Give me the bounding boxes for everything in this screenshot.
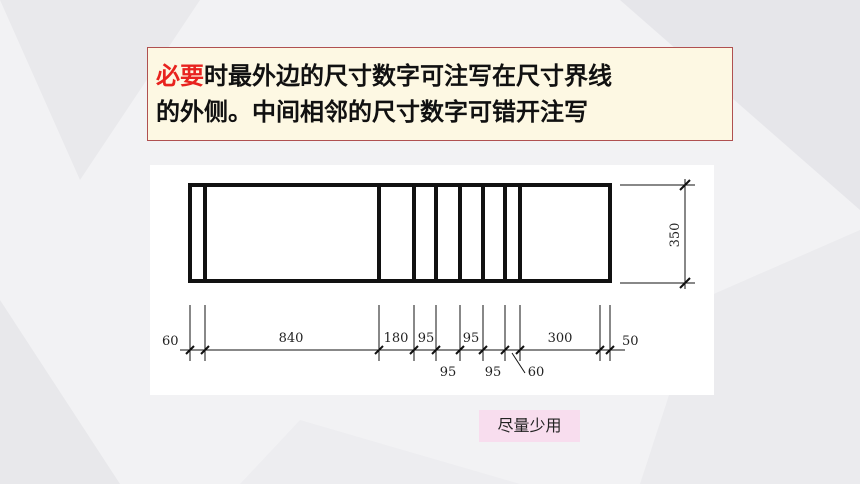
dim-label-180: 180 bbox=[384, 331, 409, 346]
dimension-diagram: 350 60 840 180 95 95 300 50 95 95 6 bbox=[150, 165, 714, 395]
dim-label-95-a: 95 bbox=[418, 331, 435, 346]
internal-lines bbox=[203, 185, 522, 281]
dim-label-95-b: 95 bbox=[463, 331, 480, 346]
element-outline bbox=[188, 183, 612, 283]
leader-line bbox=[511, 352, 526, 374]
note-line-1-text: 时最外边的尺寸数字可注写在尺寸界线 bbox=[204, 62, 612, 90]
height-dimension bbox=[620, 179, 695, 289]
length-dimension bbox=[180, 305, 625, 361]
note-highlight: 必要 bbox=[156, 62, 204, 90]
dim-label-60-leader: 60 bbox=[528, 365, 545, 380]
note-line-1: 必要时最外边的尺寸数字可注写在尺寸界线 bbox=[156, 58, 722, 94]
dim-label-50-right: 50 bbox=[622, 334, 639, 349]
dim-label-95-d: 95 bbox=[485, 365, 502, 380]
caption-label: 尽量少用 bbox=[479, 410, 580, 442]
dim-label-300: 300 bbox=[548, 331, 573, 346]
note-box: 必要时最外边的尺寸数字可注写在尺寸界线 的外侧。中间相邻的尺寸数字可错开注写 bbox=[147, 47, 733, 141]
height-dimension-label: 350 bbox=[668, 223, 683, 248]
note-line-2: 的外侧。中间相邻的尺寸数字可错开注写 bbox=[156, 98, 588, 126]
tick-marks bbox=[185, 345, 615, 355]
dim-label-60-left: 60 bbox=[162, 334, 179, 349]
dim-label-95-c: 95 bbox=[440, 365, 457, 380]
dim-label-840: 840 bbox=[279, 331, 304, 346]
